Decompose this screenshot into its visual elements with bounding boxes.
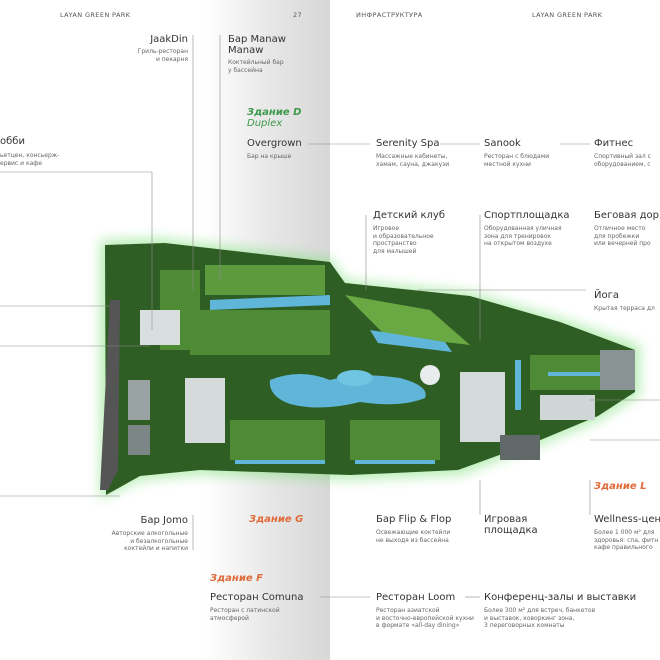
access-road [100, 300, 120, 490]
jaakdin-desc: Гриль-ресторан и пекарня [137, 48, 188, 63]
lobby-title: обби [0, 136, 25, 147]
grey-block-2 [128, 425, 150, 455]
fitness-desc: Спортивный зал с оборудованием, с [594, 153, 651, 168]
kids-title: Детский клуб [373, 210, 446, 221]
lawn-g-left [230, 420, 325, 460]
building-d-roof [345, 295, 470, 345]
pool-north [210, 295, 330, 310]
manaw-title: Бар Manaw Manaw [228, 34, 286, 56]
yoga-title: Йога [594, 290, 619, 301]
loom-title: Ресторан Loom [376, 592, 456, 603]
building-d-label: Здание D [247, 107, 302, 118]
lawn-north [205, 265, 325, 295]
kids-desc: Игровое и образовательное пространство д… [373, 225, 434, 255]
pool-round [337, 370, 373, 386]
parking-east [500, 435, 540, 460]
overgrown-title: Overgrown [247, 138, 302, 149]
grey-roof-east [600, 350, 635, 390]
sport-title: Спортплощадка [484, 210, 570, 221]
greenhouse-1 [140, 310, 180, 345]
section-title: ИНФРАСТРУКТУРА [356, 11, 423, 19]
lobby-desc: ьетцен, консьерж- ервис и кафе [0, 152, 60, 167]
loom-desc: Ресторан азиатской и восточно-европейско… [376, 607, 474, 629]
yoga-desc: Крытая терраса дл [594, 305, 655, 312]
grey-block [128, 380, 150, 420]
conference-desc: Более 300 м² для встреч, банкетов и выст… [484, 607, 596, 629]
conference-title: Конференц-залы и выставки [484, 592, 637, 603]
wellness-desc: Более 1 000 м² для здоровья: спа, фитн к… [594, 529, 659, 551]
pool-d [370, 330, 452, 352]
building-d-duplex-label: Duplex [247, 118, 283, 129]
sport-desc: Оборудованная уличная зона для тренирово… [484, 225, 562, 247]
pool-east [515, 360, 521, 410]
jaakdin-title: JaakDin [150, 34, 188, 45]
lawn-g-mid [350, 420, 440, 460]
building-l-label: Здание L [594, 481, 647, 492]
building-f-label: Здание F [210, 573, 263, 584]
right-header-title: LAYAN GREEN PARK [532, 11, 603, 19]
building-g-label: Здание G [249, 514, 304, 525]
sanook-desc: Ресторан с блюдами местной кухни [484, 153, 550, 168]
pool-g-left [235, 460, 325, 464]
running-title: Беговая дор [594, 210, 659, 221]
greenhouse-4 [540, 395, 595, 420]
jomo-desc: Авторские алкогольные и безалкогольные к… [111, 530, 188, 552]
running-desc: Отличное место для пробежки или вечерней… [594, 225, 651, 247]
comuna-desc: Ресторан с латинской атмосферой [210, 607, 280, 622]
comuna-title: Ресторан Comuna [210, 592, 304, 603]
page-number: 27 [293, 11, 303, 19]
jomo-title: Бар Jomo [140, 515, 188, 526]
pool-g-mid [355, 460, 435, 464]
serenity-desc: Массажные кабинеты, хамам, сауна, джакуз… [376, 153, 450, 168]
left-header-title: LAYAN GREEN PARK [60, 11, 131, 19]
fitness-title: Фитнес [594, 138, 634, 149]
overgrown-desc: Бар на крыше [247, 153, 292, 160]
pool-east2 [548, 372, 608, 376]
manaw-desc: Коктейльный бар у бассейна [228, 59, 284, 74]
pool-main [269, 374, 426, 408]
greenhouse-3 [460, 372, 505, 442]
serenity-title: Serenity Spa [376, 138, 440, 149]
lawn-west [190, 310, 330, 355]
flipflop-desc: Освежающие коктейли не выходя из бассейн… [376, 529, 451, 544]
flipflop-title: Бар Flip & Flop [376, 514, 452, 525]
playground-title: Игровая площадка [484, 514, 538, 536]
sanook-title: Sanook [484, 138, 521, 149]
wellness-title: Wellness-цен [594, 514, 660, 525]
round-pavilion [420, 365, 440, 385]
greenhouse-2 [185, 378, 225, 443]
